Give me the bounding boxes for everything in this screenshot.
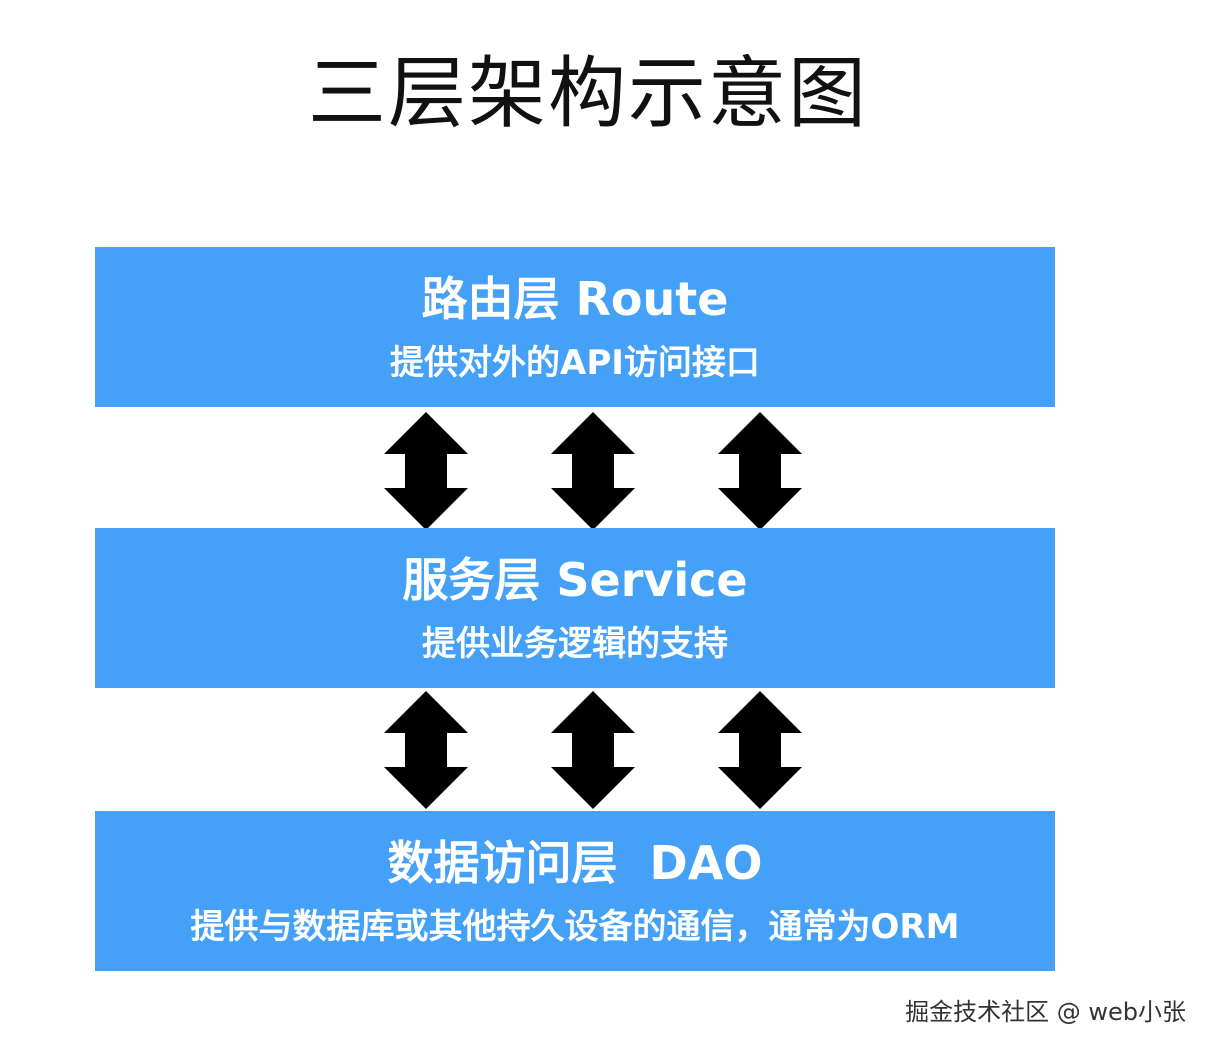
double-arrow-icon bbox=[551, 691, 635, 809]
route-layer-description: 提供对外的API访问接口 bbox=[390, 343, 760, 383]
double-arrow-icon bbox=[384, 412, 468, 530]
route-layer-box: 路由层 Route 提供对外的API访问接口 bbox=[95, 247, 1055, 407]
double-arrow-icon bbox=[384, 691, 468, 809]
service-layer-box: 服务层 Service 提供业务逻辑的支持 bbox=[95, 528, 1055, 688]
double-arrow-icon bbox=[718, 691, 802, 809]
service-layer-name: 服务层 Service bbox=[402, 553, 748, 607]
service-layer-description: 提供业务逻辑的支持 bbox=[422, 624, 728, 664]
diagram-title: 三层架构示意图 bbox=[308, 49, 869, 139]
double-arrow-icon bbox=[551, 412, 635, 530]
watermark: 掘金技术社区 @ web小张 bbox=[905, 998, 1186, 1026]
dao-layer-box: 数据访问层 DAO 提供与数据库或其他持久设备的通信，通常为ORM bbox=[95, 811, 1055, 971]
dao-layer-name: 数据访问层 DAO bbox=[387, 836, 763, 890]
dao-layer-description: 提供与数据库或其他持久设备的通信，通常为ORM bbox=[190, 907, 960, 947]
double-arrow-icon bbox=[718, 412, 802, 530]
route-layer-name: 路由层 Route bbox=[421, 272, 729, 326]
